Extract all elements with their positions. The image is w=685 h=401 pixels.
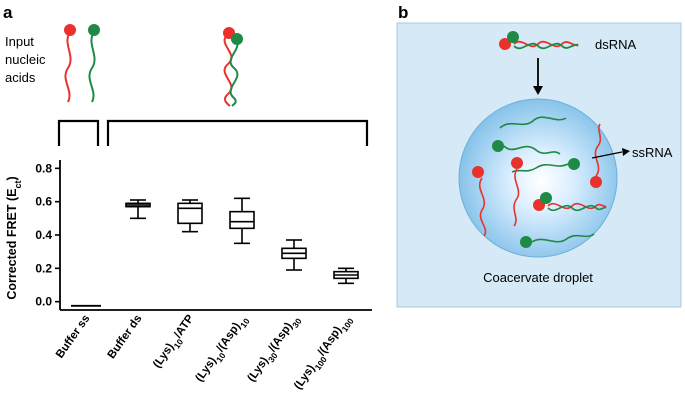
input-nucleic-acids-label: Input nucleic acids	[5, 34, 46, 85]
y-axis-label: Corrected FRET (Ect)	[5, 176, 23, 299]
box-iqr	[177, 202, 203, 225]
box-2	[177, 199, 203, 233]
y-tick-label: 0.6	[35, 195, 52, 209]
input-label-line-1: Input	[5, 34, 34, 49]
down-arrow-icon	[533, 58, 543, 95]
y-tick-label: 0.4	[35, 228, 52, 242]
x-category-labels: Buffer ss Buffer ds(Lys)10/ATP(Lys)10/(As…	[54, 313, 356, 392]
dsrna-label: dsRNA	[595, 37, 637, 52]
x-category-label: (Lys)10/ATP	[151, 313, 200, 373]
droplet-contents	[472, 116, 607, 248]
coacervate-droplet	[458, 98, 618, 258]
y-tick-label: 0.8	[35, 161, 52, 175]
y-tick-label: 0.0	[35, 295, 52, 309]
bracket-double-strand	[106, 119, 369, 146]
ssrna-arrow-icon	[591, 148, 630, 159]
input-label-line-3: acids	[5, 70, 36, 85]
y-ticks: 0.0 0.2 0.4 0.6 0.8	[35, 161, 60, 309]
coacervate-droplet-label: Coacervate droplet	[483, 270, 593, 285]
ssrna-label: ssRNA	[632, 145, 673, 160]
x-category-label: Buffer ss	[54, 313, 92, 361]
double-strand-icon	[223, 27, 243, 107]
panel-b-schematic: dsRNA	[396, 22, 682, 308]
y-tick-label: 0.2	[35, 261, 52, 275]
panel-label-b: b	[398, 3, 408, 22]
panel-label-a: a	[3, 3, 13, 22]
single-strands-icon	[64, 24, 100, 103]
input-label-line-2: nucleic	[5, 52, 46, 67]
x-category-label: Buffer ds	[106, 313, 145, 361]
box-5	[333, 267, 359, 285]
box-1	[125, 199, 151, 220]
box-3	[229, 197, 255, 245]
box-4	[281, 239, 307, 271]
dsrna-icon	[499, 31, 579, 50]
bracket-single-strand	[57, 119, 100, 146]
x-category-label: (Lys)10/(Asp)10	[194, 313, 252, 387]
box-iqr	[229, 210, 255, 230]
x-category-label: (Lys)30/(Asp)30	[246, 313, 304, 387]
boxes	[71, 197, 359, 307]
